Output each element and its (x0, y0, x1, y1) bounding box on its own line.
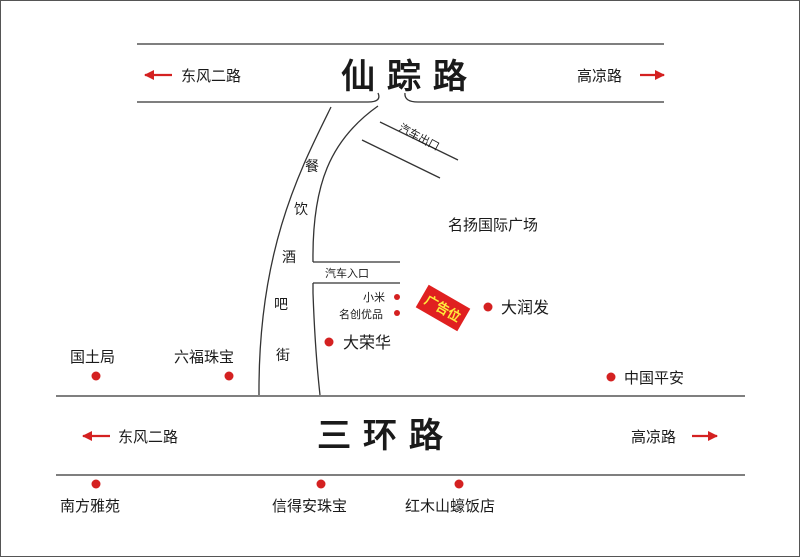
vertical-street-char-2: 饮 (294, 202, 308, 218)
vertical-street-char-5: 街 (276, 348, 290, 364)
poi-guotuju-dot (91, 371, 101, 381)
top-road-name: 仙 踪 路 (341, 57, 468, 97)
dining-street: 餐 饮 酒 吧 街 (258, 105, 379, 396)
poi-guotuju-label: 国土局 (70, 348, 115, 366)
ad-spot: 广告位 (415, 284, 471, 332)
car-exit: 汽车出口 (361, 120, 459, 179)
poi-darong-dot (324, 337, 334, 347)
poi-pingan-dot (606, 372, 616, 382)
bottom-right-direction: 高凉路 (631, 428, 676, 446)
poi-dachunfa-label: 大润发 (501, 298, 549, 317)
plaza-name: 名扬国际广场 (448, 216, 538, 234)
poi-xiaomi-label: 小米 (363, 291, 385, 304)
top-road: 仙 踪 路 东风二路 高凉路 (137, 43, 665, 103)
dining-street-left-edge (258, 106, 332, 396)
vertical-street-char-1: 餐 (305, 159, 319, 175)
poi-miniso-dot (394, 310, 400, 316)
poi-xinde-label: 信得安珠宝 (272, 497, 347, 515)
poi-liufu-dot (224, 371, 234, 381)
poi-hongmu-dot (454, 479, 464, 489)
poi-hongmu-label: 红木山蠔饭店 (405, 497, 495, 515)
dining-street-right-lower-edge (312, 283, 321, 396)
poi-xinde-dot (316, 479, 326, 489)
poi-liufu-label: 六福珠宝 (174, 348, 234, 366)
car-exit-lower-edge (361, 139, 441, 179)
vertical-street-char-3: 酒 (282, 250, 296, 266)
bottom-road: 三 环 路 东风二路 高凉路 (56, 395, 745, 476)
dining-street-right-edge (312, 105, 379, 263)
poi-darong-label: 大荣华 (343, 333, 391, 352)
car-entrance-label: 汽车入口 (325, 266, 369, 280)
top-road-lower-right-edge (404, 92, 664, 103)
poi-pingan-label: 中国平安 (624, 369, 684, 387)
bottom-road-name: 三 环 路 (317, 416, 444, 456)
vertical-street-char-4: 吧 (274, 297, 288, 313)
top-right-direction: 高凉路 (577, 67, 622, 85)
top-left-direction: 东风二路 (181, 67, 241, 85)
car-entrance: 汽车入口 (313, 261, 400, 284)
poi-nanfang-dot (91, 479, 101, 489)
car-exit-label: 汽车出口 (397, 120, 442, 153)
poi-dachunfa-dot (483, 302, 493, 312)
car-exit-upper-edge (379, 121, 459, 161)
bottom-left-direction: 东风二路 (118, 428, 178, 446)
top-road-lower-left-edge (137, 92, 380, 103)
poi-nanfang-label: 南方雅苑 (60, 497, 120, 515)
poi-miniso-label: 名创优品 (339, 307, 383, 321)
ad-spot-box (415, 284, 471, 332)
poi-xiaomi-dot (394, 294, 400, 300)
